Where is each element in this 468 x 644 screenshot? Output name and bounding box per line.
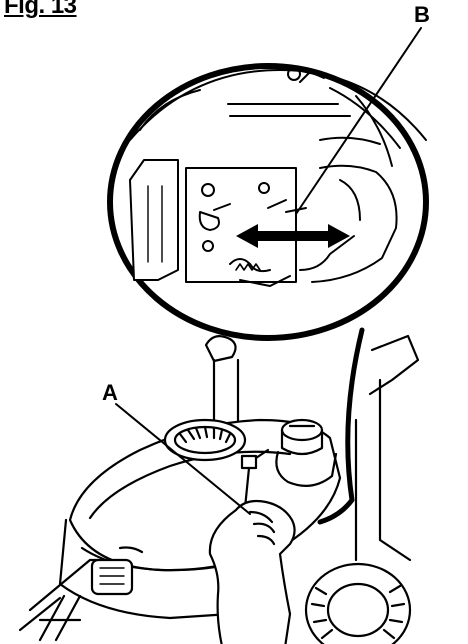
callout-b-label: B bbox=[414, 2, 430, 27]
left-rail bbox=[40, 596, 80, 640]
hand bbox=[210, 501, 295, 644]
callout-a-label: A bbox=[102, 380, 118, 405]
wheel bbox=[306, 564, 410, 644]
